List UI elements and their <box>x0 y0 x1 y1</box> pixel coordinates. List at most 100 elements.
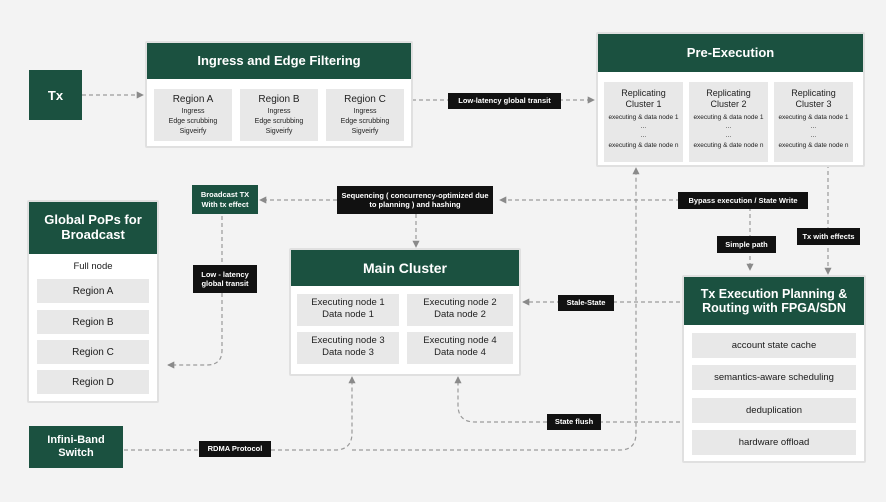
bypass-tag: Bypass execution / State Write <box>678 192 808 209</box>
replicating-cluster-2: Replicating Cluster 2 executing & data n… <box>689 82 768 162</box>
planning-item-account-state-cache: account state cache <box>692 333 856 358</box>
exec-node-label: Executing node 2 <box>423 297 497 308</box>
ingress-title-text: Ingress and Edge Filtering <box>197 52 361 68</box>
node-line: ... <box>640 132 647 140</box>
simple-path-text: Simple path <box>725 239 768 249</box>
region-line: Edge scrubbing <box>168 117 218 125</box>
region-line: Ingress <box>353 107 377 115</box>
tx-planning-title-text: Tx Execution Planning & Routing with FPG… <box>700 286 848 315</box>
main-node-3: Executing node 3 Data node 3 <box>297 332 399 364</box>
pops-region-b: Region B <box>37 310 149 334</box>
node-line: ... <box>810 132 817 140</box>
pre-execution-title: Pre-Execution <box>598 34 863 72</box>
node-line: executing & data node 1 <box>693 113 764 121</box>
tx-label: Tx <box>47 87 64 103</box>
node-line: executing & data node 1 <box>608 113 679 121</box>
global-pops-title: Global PoPs for Broadcast <box>29 202 157 254</box>
full-node-label: Full node <box>73 261 113 272</box>
node-line: ... <box>810 123 817 131</box>
pre-execution-title-text: Pre-Execution <box>686 44 775 60</box>
pops-region-d: Region D <box>37 370 149 394</box>
main-cluster-panel: Main Cluster Executing node 1 Data node … <box>289 248 521 376</box>
arrow-rdma-to-main <box>124 376 356 451</box>
ingress-panel: Ingress and Edge Filtering Region A Ingr… <box>145 41 413 148</box>
exec-node-label: Executing node 3 <box>311 335 385 346</box>
replicating-cluster-1: Replicating Cluster 1 executing & data n… <box>604 82 683 162</box>
global-pops-panel: Global PoPs for Broadcast Full node Regi… <box>27 200 159 403</box>
cluster-nodes: executing & data node 1 ... ... executin… <box>689 113 768 151</box>
node-line: executing & date node n <box>693 141 764 149</box>
region-line: Edge scrubbing <box>340 117 390 125</box>
node-line: executing & date node n <box>778 141 849 149</box>
node-line: executing & data node 1 <box>778 113 849 121</box>
infiniband-switch-box: Infini-Band Switch <box>29 426 123 468</box>
state-flush-text: State flush <box>554 417 594 427</box>
ingress-title: Ingress and Edge Filtering <box>147 43 411 79</box>
broadcast-tx-tag: Broadcast TX With tx effect <box>192 185 258 214</box>
pops-region-a: Region A <box>37 279 149 303</box>
data-node-label: Data node 1 <box>322 308 374 320</box>
node-line: ... <box>725 132 732 140</box>
ingress-region-b: Region B Ingress Edge scrubbing Sigveirf… <box>240 89 318 141</box>
cluster-name: Replicating Cluster 3 <box>791 88 836 109</box>
region-line: Sigveirfy <box>351 127 379 135</box>
main-cluster-title: Main Cluster <box>291 250 519 286</box>
bypass-text: Bypass execution / State Write <box>688 195 798 205</box>
tx-planning-panel: Tx Execution Planning & Routing with FPG… <box>682 275 866 463</box>
region-line: Edge scrubbing <box>254 117 304 125</box>
planning-item-semantics-scheduling: semantics-aware scheduling <box>692 365 856 390</box>
cluster-nodes: executing & data node 1 ... ... executin… <box>604 113 683 151</box>
pops-region-c: Region C <box>37 340 149 364</box>
region-details: Ingress Edge scrubbing Sigveirfy <box>326 107 404 137</box>
ingress-region-a: Region A Ingress Edge scrubbing Sigveirf… <box>154 89 232 141</box>
low-latency-transit-text: Low-latency global transit <box>458 96 551 106</box>
infiniband-label: Infini-Band Switch <box>47 433 105 459</box>
tx-planning-title: Tx Execution Planning & Routing with FPG… <box>684 277 864 325</box>
region-details: Ingress Edge scrubbing Sigveirfy <box>154 107 232 137</box>
region-name: Region C <box>344 94 386 105</box>
node-line: ... <box>640 123 647 131</box>
arrow-broadcast-to-pops <box>167 216 223 369</box>
ingress-region-c: Region C Ingress Edge scrubbing Sigveirf… <box>326 89 404 141</box>
replicating-cluster-3: Replicating Cluster 3 executing & data n… <box>774 82 853 162</box>
sequencing-tag: Sequencing ( concurrency-optimized due t… <box>337 186 493 214</box>
tx-with-effects-tag: Tx with effects <box>797 228 860 245</box>
region-details: Ingress Edge scrubbing Sigveirfy <box>240 107 318 137</box>
planning-item-hardware-offload: hardware offload <box>692 430 856 455</box>
cluster-name: Replicating Cluster 2 <box>706 88 751 109</box>
node-line: executing & date node n <box>608 141 679 149</box>
node-line: ... <box>725 123 732 131</box>
main-node-2: Executing node 2 Data node 2 <box>407 294 513 326</box>
stale-state-tag: Stale-State <box>558 295 614 311</box>
main-cluster-title-text: Main Cluster <box>362 259 447 276</box>
tx-with-effects-text: Tx with effects <box>802 231 855 241</box>
state-flush-tag: State flush <box>547 414 601 430</box>
stale-state-text: Stale-State <box>566 298 606 308</box>
region-line: Ingress <box>267 107 291 115</box>
arrow-state-flush <box>454 376 680 423</box>
data-node-label: Data node 2 <box>434 308 486 320</box>
low-latency-global-transit-tag: Low - latency global transit <box>193 265 257 293</box>
planning-item-deduplication: deduplication <box>692 398 856 423</box>
arrow-rdma-to-preexec <box>352 167 640 451</box>
global-pops-title-text: Global PoPs for Broadcast <box>44 212 142 242</box>
simple-path-tag: Simple path <box>717 236 776 253</box>
rdma-protocol-tag: RDMA Protocol <box>199 441 271 457</box>
data-node-label: Data node 4 <box>434 346 486 358</box>
region-line: Ingress <box>181 107 205 115</box>
region-name: Region B <box>258 94 300 105</box>
main-node-1: Executing node 1 Data node 1 <box>297 294 399 326</box>
region-name: Region A <box>172 94 214 105</box>
sequencing-text: Sequencing ( concurrency-optimized due t… <box>341 190 489 209</box>
main-node-4: Executing node 4 Data node 4 <box>407 332 513 364</box>
rdma-text: RDMA Protocol <box>207 444 263 454</box>
cluster-nodes: executing & data node 1 ... ... executin… <box>774 113 853 151</box>
broadcast-tx-text: Broadcast TX With tx effect <box>200 190 250 209</box>
exec-node-label: Executing node 4 <box>423 335 497 346</box>
tx-box: Tx <box>29 70 82 120</box>
low-latency-global-text: Low - latency global transit <box>201 269 249 288</box>
region-line: Sigveirfy <box>179 127 207 135</box>
region-line: Sigveirfy <box>265 127 293 135</box>
data-node-label: Data node 3 <box>322 346 374 358</box>
